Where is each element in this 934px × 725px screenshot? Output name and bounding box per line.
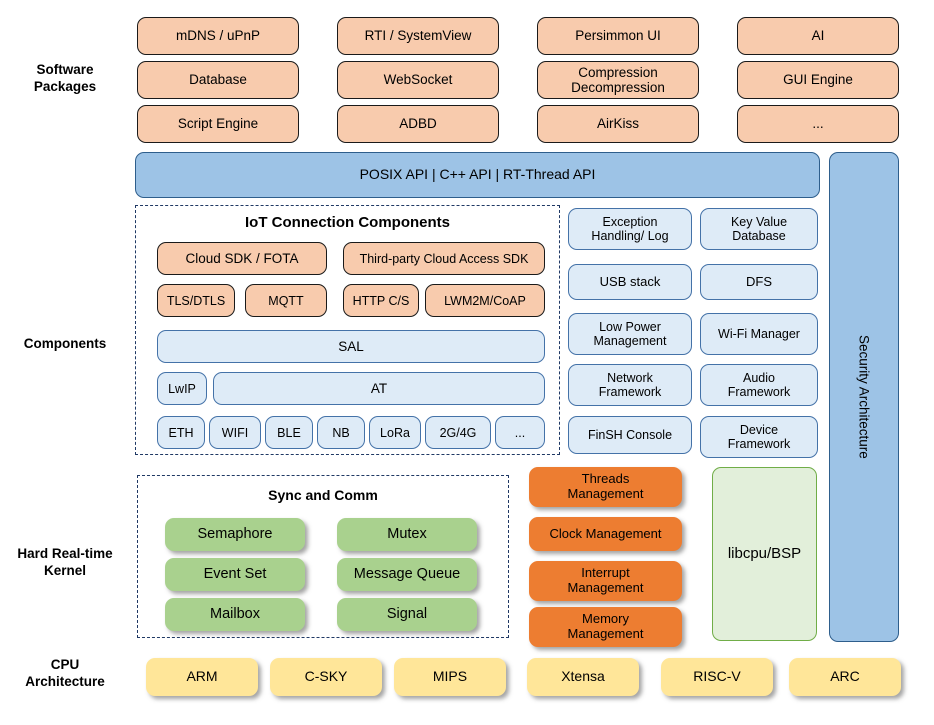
- package-ai[interactable]: AI: [737, 17, 899, 55]
- iot-link-lora[interactable]: LoRa: [369, 416, 421, 449]
- iot-sal[interactable]: SAL: [157, 330, 545, 363]
- component-audio-line1: Audio: [743, 371, 775, 385]
- component-key-value-database[interactable]: Key Value Database: [700, 208, 818, 250]
- kernel-semaphore[interactable]: Semaphore: [165, 518, 305, 551]
- iot-connection-components-title: IoT Connection Components: [245, 214, 450, 231]
- cpu-risc-v[interactable]: RISC-V: [661, 658, 773, 696]
- package-mdns-upnp[interactable]: mDNS / uPnP: [137, 17, 299, 55]
- package-gui-engine[interactable]: GUI Engine: [737, 61, 899, 99]
- iot-link-wifi[interactable]: WIFI: [209, 416, 261, 449]
- kernel-memory-management[interactable]: Memory Management: [529, 607, 682, 647]
- component-network-framework[interactable]: Network Framework: [568, 364, 692, 406]
- component-exception-line1: Exception: [602, 215, 658, 229]
- kernel-message-queue[interactable]: Message Queue: [337, 558, 477, 591]
- iot-protocol-lwm2m-coap[interactable]: LWM2M/CoAP: [425, 284, 545, 317]
- package-websocket[interactable]: WebSocket: [337, 61, 499, 99]
- row-label-components-line1: Components: [23, 336, 107, 351]
- package-ellipsis[interactable]: ...: [737, 105, 899, 143]
- package-script-engine[interactable]: Script Engine: [137, 105, 299, 143]
- security-architecture-bar[interactable]: Security Architecture: [829, 152, 899, 642]
- component-low-power-management[interactable]: Low Power Management: [568, 313, 692, 355]
- iot-protocol-mqtt[interactable]: MQTT: [245, 284, 327, 317]
- row-label-kernel-line1: Hard Real-time: [17, 546, 113, 561]
- component-dfs[interactable]: DFS: [700, 264, 818, 300]
- kernel-mailbox[interactable]: Mailbox: [165, 598, 305, 631]
- cpu-arc[interactable]: ARC: [789, 658, 901, 696]
- iot-third-party-cloud-access-sdk[interactable]: Third-party Cloud Access SDK: [343, 242, 545, 275]
- iot-link-ellipsis[interactable]: ...: [495, 416, 545, 449]
- iot-link-2g-4g[interactable]: 2G/4G: [425, 416, 491, 449]
- iot-protocol-http-cs[interactable]: HTTP C/S: [343, 284, 419, 317]
- iot-cloud-sdk-fota[interactable]: Cloud SDK / FOTA: [157, 242, 327, 275]
- package-persimmon-ui[interactable]: Persimmon UI: [537, 17, 699, 55]
- kernel-clock-management[interactable]: Clock Management: [529, 517, 682, 551]
- kernel-signal[interactable]: Signal: [337, 598, 477, 631]
- component-exception-handling-log[interactable]: Exception Handling/ Log: [568, 208, 692, 250]
- cpu-xtensa[interactable]: Xtensa: [527, 658, 639, 696]
- package-database[interactable]: Database: [137, 61, 299, 99]
- cpu-mips[interactable]: MIPS: [394, 658, 506, 696]
- kernel-threads-line2: Management: [567, 486, 644, 501]
- row-label-software-packages-line1: Software: [36, 62, 94, 77]
- kernel-memory-line2: Management: [567, 626, 644, 641]
- iot-link-eth[interactable]: ETH: [157, 416, 205, 449]
- kernel-threads-line1: Threads: [581, 471, 630, 487]
- kernel-threads-management[interactable]: Threads Management: [529, 467, 682, 507]
- component-kvdb-line2: Database: [732, 229, 786, 243]
- component-usb-stack[interactable]: USB stack: [568, 264, 692, 300]
- cpu-arm[interactable]: ARM: [146, 658, 258, 696]
- row-label-cpu-architecture-line2: Architecture: [25, 673, 105, 689]
- row-label-cpu-architecture-line1: CPU: [50, 657, 80, 672]
- iot-lwip[interactable]: LwIP: [157, 372, 207, 405]
- security-architecture-label: Security Architecture: [856, 335, 872, 459]
- cpu-c-sky[interactable]: C-SKY: [270, 658, 382, 696]
- row-label-kernel-line2: Kernel: [43, 562, 87, 578]
- component-audio-line2: Framework: [727, 385, 791, 399]
- iot-protocol-tls-dtls[interactable]: TLS/DTLS: [157, 284, 235, 317]
- component-device-line2: Framework: [727, 437, 791, 451]
- component-device-line1: Device: [739, 423, 779, 437]
- iot-link-ble[interactable]: BLE: [265, 416, 313, 449]
- row-label-kernel: Hard Real-time Kernel: [0, 546, 130, 580]
- component-lowpower-line1: Low Power: [599, 320, 661, 334]
- sync-and-comm-title: Sync and Comm: [268, 487, 378, 503]
- component-finsh-console[interactable]: FinSH Console: [568, 416, 692, 454]
- package-airkiss[interactable]: AirKiss: [537, 105, 699, 143]
- component-device-framework[interactable]: Device Framework: [700, 416, 818, 458]
- package-compression-line2: Decompression: [571, 80, 665, 95]
- api-bar[interactable]: POSIX API | C++ API | RT-Thread API: [135, 152, 820, 198]
- kernel-interrupt-line2: Management: [567, 580, 644, 595]
- kernel-mutex[interactable]: Mutex: [337, 518, 477, 551]
- kernel-interrupt-line1: Interrupt: [581, 565, 630, 581]
- kernel-event-set[interactable]: Event Set: [165, 558, 305, 591]
- row-label-software-packages: Software Packages: [0, 62, 130, 96]
- component-network-line1: Network: [607, 371, 653, 385]
- iot-at[interactable]: AT: [213, 372, 545, 405]
- component-wifi-manager[interactable]: Wi-Fi Manager: [700, 313, 818, 355]
- kernel-memory-line1: Memory: [582, 611, 629, 627]
- iot-link-nb[interactable]: NB: [317, 416, 365, 449]
- package-compression-line1: Compression: [578, 64, 658, 80]
- component-audio-framework[interactable]: Audio Framework: [700, 364, 818, 406]
- row-label-components: Components: [0, 336, 130, 353]
- component-network-line2: Framework: [598, 385, 662, 399]
- component-kvdb-line1: Key Value: [730, 215, 788, 229]
- package-rti-systemview[interactable]: RTI / SystemView: [337, 17, 499, 55]
- component-lowpower-line2: Management: [593, 334, 667, 348]
- row-label-software-packages-line2: Packages: [33, 78, 97, 94]
- libcpu-bsp[interactable]: libcpu/BSP: [712, 467, 817, 641]
- kernel-interrupt-management[interactable]: Interrupt Management: [529, 561, 682, 601]
- package-adbd[interactable]: ADBD: [337, 105, 499, 143]
- component-exception-line2: Handling/ Log: [591, 229, 669, 243]
- package-compression-decompression[interactable]: Compression Decompression: [537, 61, 699, 99]
- row-label-cpu-architecture: CPU Architecture: [0, 657, 130, 691]
